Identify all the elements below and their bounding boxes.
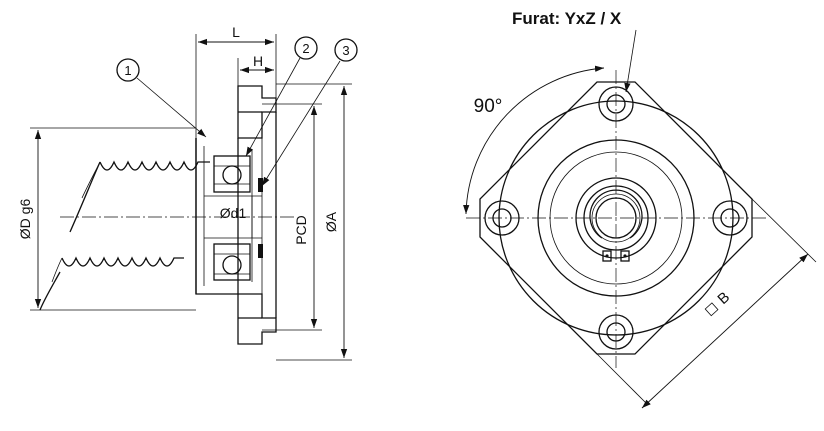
side-view: L H ØD g6 Ød1 PCD [17, 24, 358, 361]
dimension-A-label: ØA [323, 211, 339, 232]
bolt-hole-right [712, 200, 748, 236]
callout-1-label: 1 [124, 63, 131, 78]
hole-note-label: Furat: YxZ / X [512, 9, 622, 28]
dimension-PCD: PCD [262, 103, 322, 331]
bearing-top [213, 155, 251, 193]
callout-2: 2 [245, 36, 318, 157]
dimension-L: L [195, 24, 277, 138]
callout-3-label: 3 [342, 43, 349, 58]
bearing-bottom [213, 243, 251, 281]
callout-3: 3 [261, 38, 358, 187]
dimension-d1-label: Ød1 [220, 205, 247, 221]
dimension-PCD-label: PCD [293, 215, 309, 245]
front-view: 90° Furat: YxZ / X B [463, 9, 817, 409]
dimension-D-label: ØD g6 [17, 199, 33, 240]
dimension-d1: Ød1 [220, 196, 253, 238]
dimension-L-label: L [232, 24, 240, 40]
dimension-B: B [596, 198, 817, 409]
callout-2-label: 2 [302, 41, 309, 56]
dimension-H: H [237, 53, 274, 86]
dimension-B-label: B [714, 289, 733, 308]
dimension-A: ØA [276, 83, 352, 361]
callout-1: 1 [116, 58, 207, 138]
bolt-hole-bottom [598, 314, 634, 350]
dimension-D: ØD g6 [17, 127, 196, 311]
angle-dimension: 90° [463, 65, 605, 215]
hole-note: Furat: YxZ / X [512, 9, 637, 93]
housing [195, 85, 277, 345]
retaining-ring [258, 178, 263, 258]
threaded-shaft [39, 160, 210, 311]
angle-label: 90° [474, 96, 503, 117]
dimension-H-label: H [253, 53, 263, 69]
